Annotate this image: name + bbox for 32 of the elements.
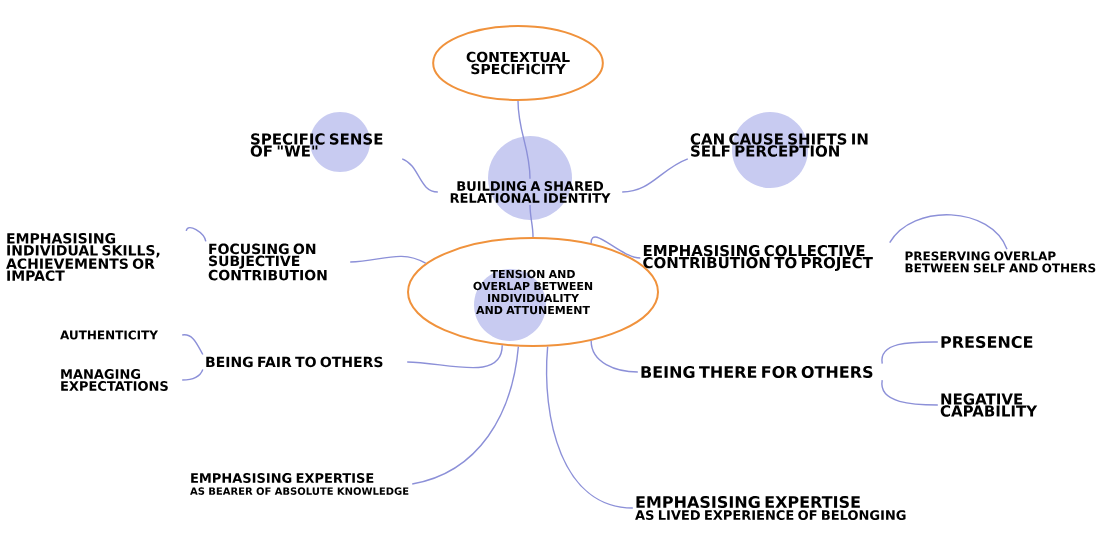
connector-line [545,345,634,509]
connector-line [185,226,207,243]
topic-label: EMPHASISING COLLECTIVE CONTRIBUTION TO PROJECT [643,244,873,272]
connector-line [621,158,689,193]
topic-label: BEING THERE FOR OTHERS [641,365,873,379]
topic-label: EMPHASISING INDIVIDUAL SKILLS, ACHIEVEMENTS OR IMPACT [6,233,160,281]
topic-label: FOCUSING ON SUBJECTIVE CONTRIBUTION [208,243,327,281]
connector-line [411,345,520,485]
connector-line [406,344,503,369]
topic-label: BEING FAIR TO OTHERS [206,356,383,368]
topic-label: AUTHENTICITY [60,330,159,340]
topic-label: BUILDING A SHARED RELATIONAL IDENTITY [450,136,611,220]
connector-line [881,379,939,406]
topic-label: NEGATIVE CAPABILITY [940,393,1038,417]
connector-line [529,204,534,238]
topic-label: SPECIFIC SENSE OF "WE" [250,112,383,172]
topic-label: PRESENCE [941,335,1033,349]
connector-line [881,341,939,365]
circled-topic: CONTEXTUAL SPECIFICITY [432,25,604,101]
connector-line [590,236,641,259]
connector-line [401,158,439,193]
topic-label: MANAGING EXPECTATIONS [61,369,168,391]
connector-line [889,214,1008,250]
connector-line [349,255,427,264]
connector-line [517,100,531,180]
topic-label: EMPHASISING EXPERTISE AS LIVED EXPERIENCE OF BELONGING [635,495,906,520]
connector-line [181,368,204,381]
topic-label: CAN CAUSE SHIFTS IN SELF PERCEPTION [690,112,868,188]
topic-label: PRESERVING OVERLAP BETWEEN SELF AND OTHERS [905,251,1096,273]
topic-label: EMPHASISING EXPERTISE AS BEARER OF ABSOLUTE KNOWLEDGE [190,473,409,495]
connector-line [181,334,204,356]
connector-line [590,340,639,373]
